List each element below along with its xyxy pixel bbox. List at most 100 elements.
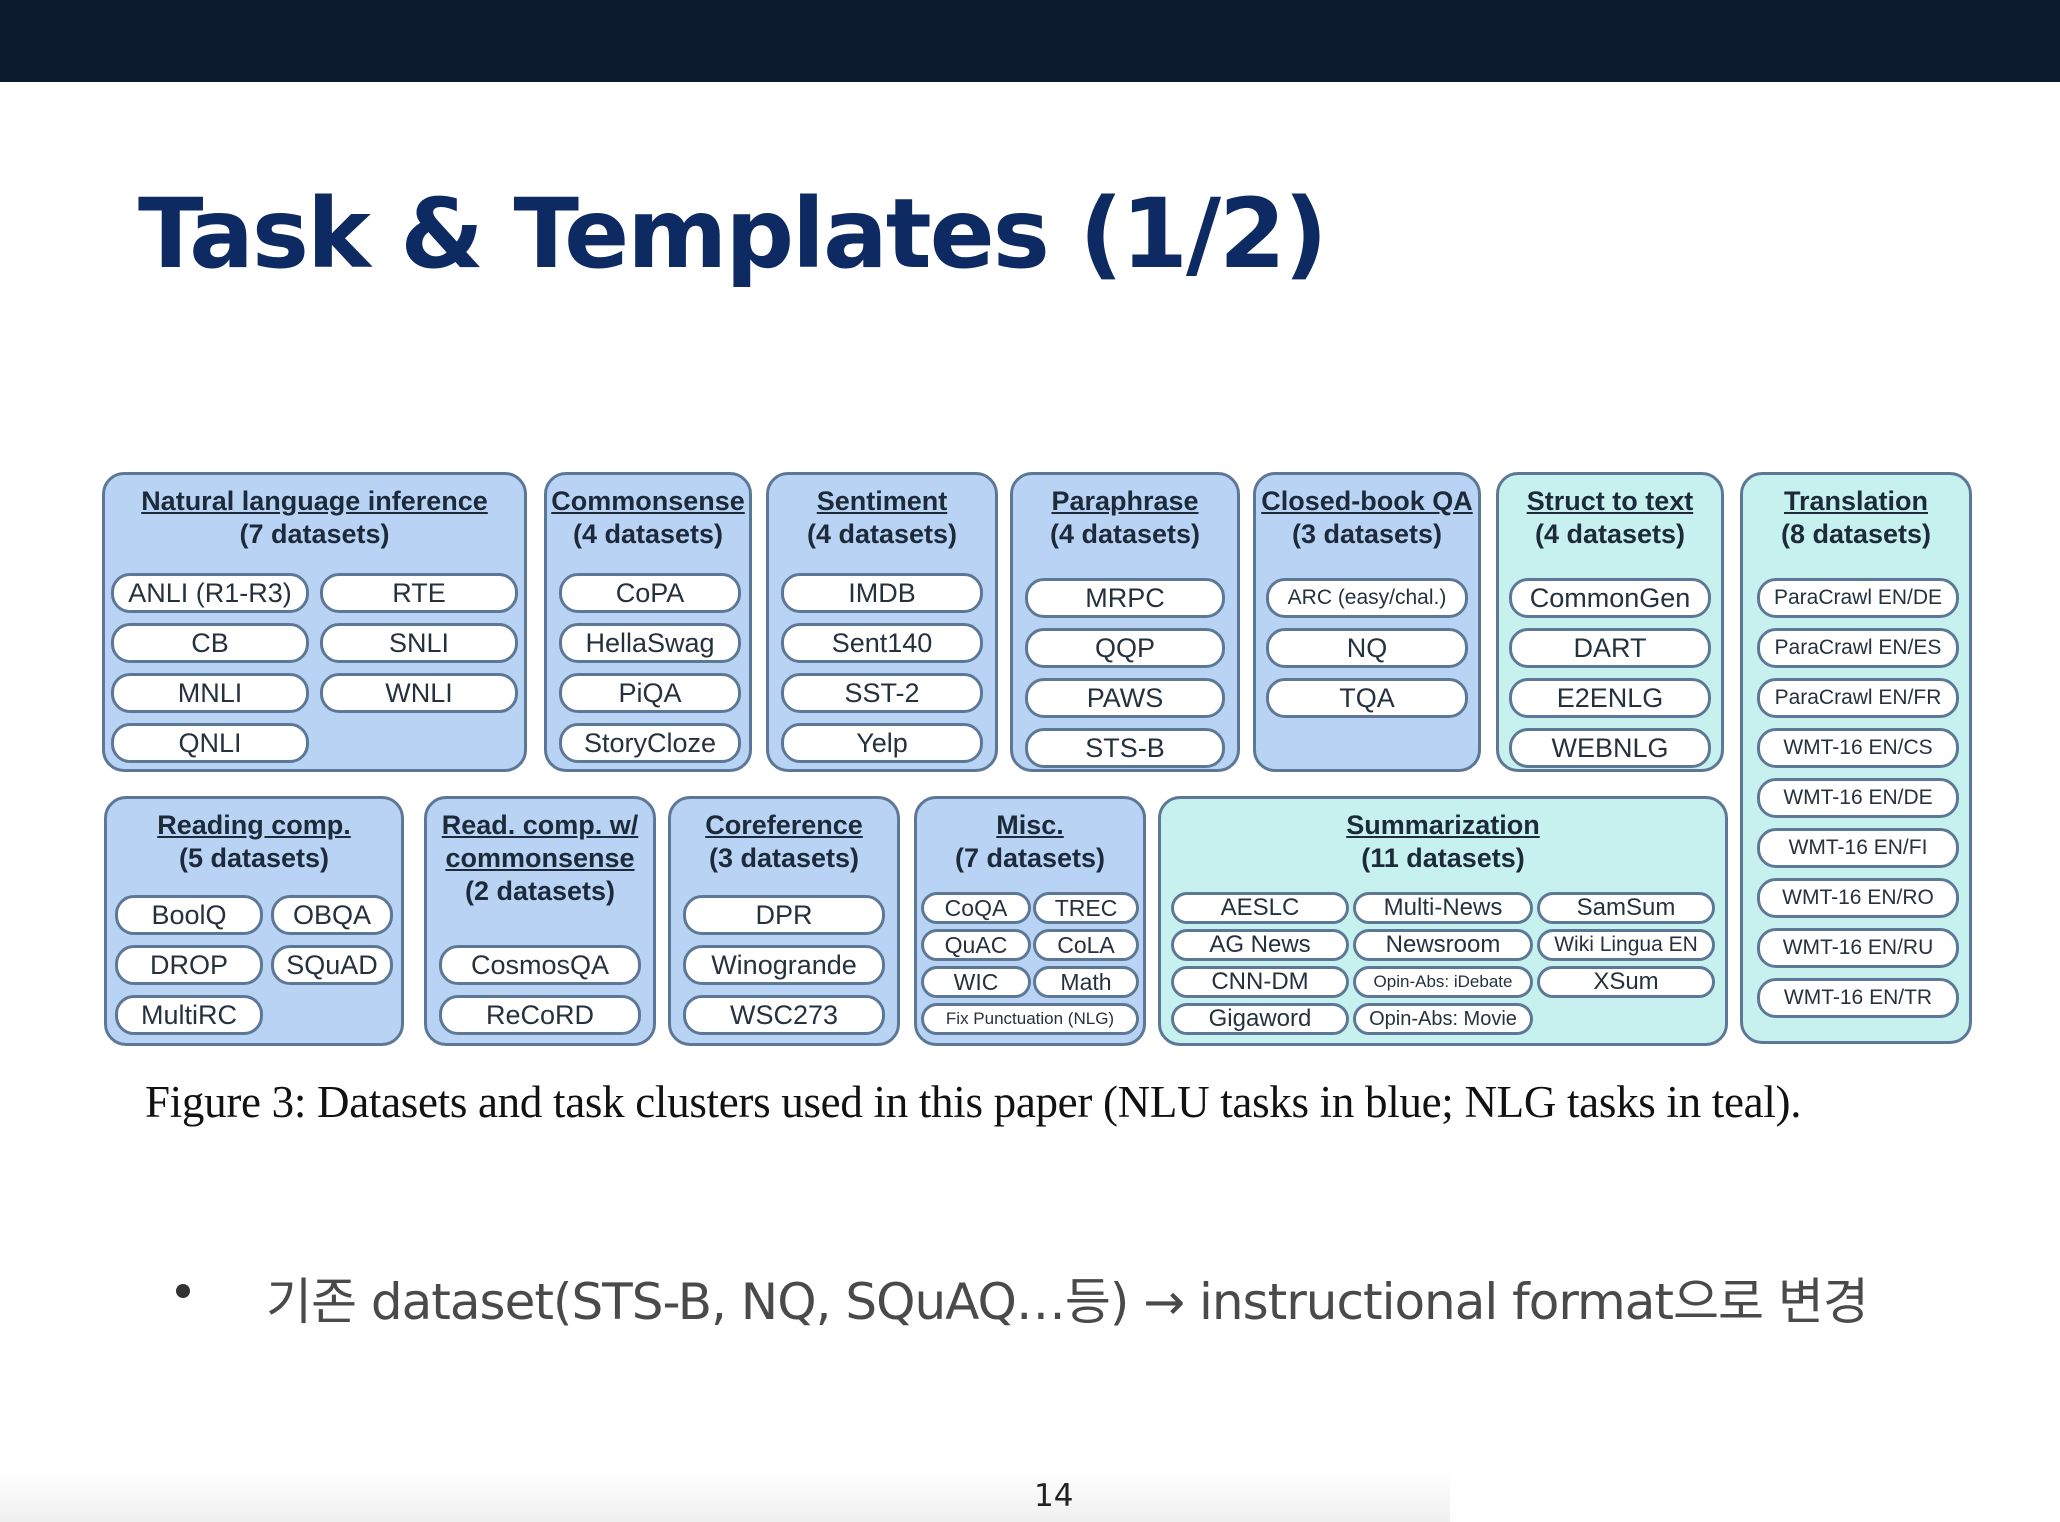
cluster-count: (7 datasets): [954, 843, 1106, 873]
dataset-pill-paws: PAWS: [1025, 678, 1225, 718]
dataset-pill-cosmosqa: CosmosQA: [439, 945, 641, 985]
dataset-pill-tqa: TQA: [1266, 678, 1468, 718]
cluster-title: Summarization(11 datasets): [1161, 809, 1725, 875]
cluster-title-line: commonsense: [445, 843, 635, 873]
cluster-count: (4 datasets): [1534, 519, 1686, 549]
cluster-title-line: Read. comp. w/: [441, 810, 639, 840]
dataset-pill-opin-abs-movie: Opin-Abs: Movie: [1353, 1003, 1533, 1035]
cluster-count: (11 datasets): [1361, 843, 1525, 873]
dataset-pill-hellaswag: HellaSwag: [559, 623, 741, 663]
dataset-pill-wsc273: WSC273: [683, 995, 885, 1035]
dataset-pill-wmt-16-en-fi: WMT-16 EN/FI: [1757, 828, 1959, 868]
dataset-pill-winogrande: Winogrande: [683, 945, 885, 985]
dataset-pill-commongen: CommonGen: [1509, 578, 1711, 618]
dataset-pill-wmt-16-en-tr: WMT-16 EN/TR: [1757, 978, 1959, 1018]
cluster-title-line: Reading comp.: [157, 810, 351, 840]
slide-title: Task & Templates (1/2): [138, 178, 1328, 290]
dataset-pill-snli: SNLI: [320, 623, 518, 663]
cluster-title-line: Summarization: [1346, 810, 1540, 840]
dataset-pill-mrpc: MRPC: [1025, 578, 1225, 618]
dataset-pill-yelp: Yelp: [781, 723, 983, 763]
dataset-pill-obqa: OBQA: [271, 895, 393, 935]
cluster-title: Commonsense(4 datasets): [547, 485, 749, 551]
dataset-pill-qnli: QNLI: [111, 723, 309, 763]
dataset-pill-sts-b: STS-B: [1025, 728, 1225, 768]
cluster-title: Read. comp. w/commonsense(2 datasets): [427, 809, 653, 908]
cluster-count: (2 datasets): [464, 876, 616, 906]
cluster-title-line: Paraphrase: [1051, 486, 1199, 516]
cluster-closed-book-qa: Closed-book QA(3 datasets) ARC (easy/chal…: [1253, 472, 1481, 772]
dataset-pill-math: Math: [1033, 966, 1139, 998]
dataset-pill-nq: NQ: [1266, 628, 1468, 668]
cluster-title-line: Struct to text: [1526, 486, 1694, 516]
bullet-text: 기존 dataset(STS-B, NQ, SQuAQ…등) → instruc…: [266, 1273, 1869, 1331]
cluster-title: Reading comp.(5 datasets): [107, 809, 401, 875]
cluster-count: (4 datasets): [806, 519, 958, 549]
dataset-pill-wmt-16-en-de: WMT-16 EN/DE: [1757, 778, 1959, 818]
dataset-pill-paracrawl-en-de: ParaCrawl EN/DE: [1757, 578, 1959, 618]
dataset-pill-drop: DROP: [115, 945, 263, 985]
dataset-pill-sent140: Sent140: [781, 623, 983, 663]
dataset-pill-gigaword: Gigaword: [1171, 1003, 1349, 1035]
page-number: 14: [1034, 1478, 1074, 1514]
cluster-title-line: Translation: [1783, 486, 1929, 516]
cluster-count: (3 datasets): [708, 843, 860, 873]
cluster-title: Sentiment(4 datasets): [769, 485, 995, 551]
dataset-pill-ag-news: AG News: [1171, 929, 1349, 961]
cluster-count: (4 datasets): [572, 519, 724, 549]
cluster-count: (5 datasets): [178, 843, 330, 873]
cluster-title: Closed-book QA(3 datasets): [1256, 485, 1478, 551]
dataset-pill-trec: TREC: [1033, 892, 1139, 924]
dataset-pill-dpr: DPR: [683, 895, 885, 935]
cluster-paraphrase: Paraphrase(4 datasets) MRPC QQP PAWS STS-B: [1010, 472, 1240, 772]
dataset-pill-wiki-lingua-en: Wiki Lingua EN: [1537, 929, 1715, 961]
cluster-count: (7 datasets): [239, 519, 390, 549]
cluster-title: Paraphrase(4 datasets): [1013, 485, 1237, 551]
cluster-title: Translation(8 datasets): [1743, 485, 1969, 551]
dataset-pill-squad: SQuAD: [271, 945, 393, 985]
dataset-pill-piqa: PiQA: [559, 673, 741, 713]
dataset-pill-e2enlg: E2ENLG: [1509, 678, 1711, 718]
cluster-read-comp-commonsense: Read. comp. w/commonsense(2 datasets) Cos…: [424, 796, 656, 1046]
dataset-pill-newsroom: Newsroom: [1353, 929, 1533, 961]
cluster-count: (3 datasets): [1291, 519, 1443, 549]
cluster-translation: Translation(8 datasets) ParaCrawl EN/DE Pa…: [1740, 472, 1972, 1044]
dataset-pill-multi-news: Multi-News: [1353, 892, 1533, 924]
cluster-title: Natural language inference(7 datasets): [105, 485, 524, 551]
dataset-pill-qqp: QQP: [1025, 628, 1225, 668]
dataset-pill-wmt-16-en-cs: WMT-16 EN/CS: [1757, 728, 1959, 768]
dataset-pill-paracrawl-en-es: ParaCrawl EN/ES: [1757, 628, 1959, 668]
dataset-pill-coqa: CoQA: [921, 892, 1031, 924]
dataset-pill-opin-abs-idebate: Opin-Abs: iDebate: [1353, 966, 1533, 998]
dataset-pill-paracrawl-en-fr: ParaCrawl EN/FR: [1757, 678, 1959, 718]
cluster-title-line: Misc.: [996, 810, 1064, 840]
dataset-pill-samsum: SamSum: [1537, 892, 1715, 924]
dataset-pill-copa: CoPA: [559, 573, 741, 613]
dataset-pill-quac: QuAC: [921, 929, 1031, 961]
dataset-pill-webnlg: WEBNLG: [1509, 728, 1711, 768]
cluster-title-line: Commonsense: [551, 486, 745, 516]
cluster-title-line: Natural language inference: [141, 486, 488, 516]
dataset-pill-sst-2: SST-2: [781, 673, 983, 713]
cluster-title-line: Closed-book QA: [1261, 486, 1473, 516]
dataset-pill-xsum: XSum: [1537, 966, 1715, 998]
dataset-pill-wnli: WNLI: [320, 673, 518, 713]
cluster-count: (4 datasets): [1049, 519, 1201, 549]
figure-caption: Figure 3: Datasets and task clusters use…: [145, 1077, 1802, 1127]
dataset-pill-cola: CoLA: [1033, 929, 1139, 961]
bottom-shade: [0, 1470, 1450, 1522]
cluster-title-line: Sentiment: [816, 486, 948, 516]
dataset-pill-aeslc: AESLC: [1171, 892, 1349, 924]
dataset-pill-dart: DART: [1509, 628, 1711, 668]
dataset-pill-imdb: IMDB: [781, 573, 983, 613]
cluster-title: Struct to text(4 datasets): [1499, 485, 1721, 551]
dataset-pill-arc-easy-chal: ARC (easy/chal.): [1266, 578, 1468, 618]
cluster-title: Coreference(3 datasets): [671, 809, 897, 875]
dataset-pill-boolq: BoolQ: [115, 895, 263, 935]
cluster-title: Misc.(7 datasets): [917, 809, 1143, 875]
